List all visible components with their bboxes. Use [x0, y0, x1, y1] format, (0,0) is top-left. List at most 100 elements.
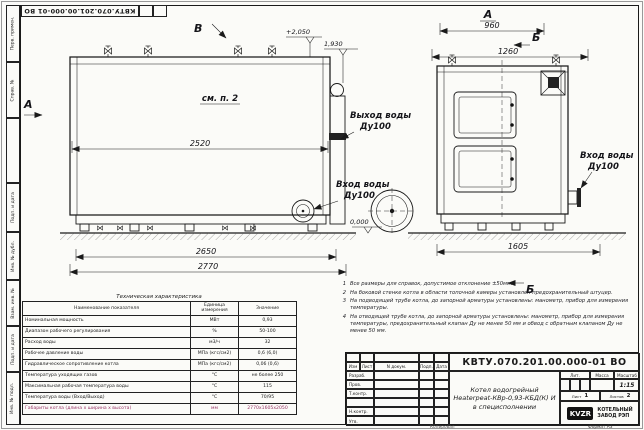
- drain-tap-icon: [117, 225, 123, 231]
- strip-inv-dubl: Инв. № дубл.: [6, 232, 20, 280]
- tb-header-dokum: N докум.: [374, 362, 419, 371]
- tb-role-nkontr: Н.контр.: [346, 407, 374, 416]
- water-inlet-label-front-line1: Вход воды: [336, 180, 390, 190]
- view-v-label: В: [194, 22, 202, 35]
- tb-cell: [374, 407, 419, 416]
- flue-top: [330, 83, 344, 97]
- tb-cell: [434, 371, 449, 380]
- tb-sheets: Листов 2: [600, 391, 640, 401]
- tb-product-name: Котел водогрейный Heaterpeat-КВр-0,93-КБ…: [449, 371, 560, 426]
- tb-company: KVZR КОТЕЛЬНЫЙ ЗАВОД РЭП: [560, 401, 640, 426]
- tb-cell: [434, 389, 449, 398]
- tb-header-podp: Подп.: [419, 362, 434, 371]
- tb-cell: [434, 398, 449, 407]
- strip-empty: [6, 118, 20, 183]
- tb-cell: [419, 371, 434, 380]
- water-inlet-side-leader: [580, 171, 593, 189]
- elevation-flue: [324, 48, 358, 83]
- water-inlet-front-leader: [313, 200, 339, 210]
- strip-sprav-no: Справ. №: [6, 62, 20, 118]
- water-inlet-label-side-line1: Вход воды: [580, 151, 634, 161]
- tb-sheet: Лист 1: [560, 391, 600, 401]
- tb-cell: [419, 389, 434, 398]
- elevation-top: [286, 36, 322, 57]
- dim-2650: 2650: [196, 247, 216, 256]
- water-inlet-label-front-line2: Ду100: [343, 191, 375, 201]
- drain-tap-icon: [147, 225, 153, 231]
- copied-label: Копировал: [430, 424, 455, 430]
- view-a-label: А: [23, 98, 33, 111]
- tech-characteristics: Техническая характеристика Наименование …: [22, 294, 297, 415]
- dim-2520-lines: [71, 141, 329, 153]
- elevation-zero-label: 0,000: [350, 218, 369, 226]
- ground-hatch: [408, 233, 626, 240]
- door-handle-icon: [510, 123, 514, 127]
- strip-inv-podl: Инв. № подл.: [6, 372, 20, 425]
- door-handle-icon: [510, 177, 514, 181]
- tb-cell: [434, 407, 449, 416]
- air-valve-icon: [144, 45, 152, 58]
- dim-2650-lines: [75, 249, 337, 261]
- flue-duct: [329, 95, 346, 225]
- tb-cell: [580, 379, 590, 391]
- outlet-flange: [329, 133, 346, 140]
- tb-doc-number: КВТУ.070.201.00.000-01 ВО: [449, 353, 640, 371]
- ground-hatch: [60, 233, 356, 240]
- air-valve-icon: [552, 54, 560, 67]
- control-panel: [540, 70, 566, 96]
- tb-lit-label: Лит.: [560, 371, 590, 379]
- corner-doc-number: КВТУ.070.201.00.000-01 ВО: [21, 5, 139, 17]
- tb-cell: [434, 353, 449, 362]
- tech-header: Наименование показателя: [22, 301, 191, 316]
- pump-icon: [291, 199, 315, 223]
- lower-door: [453, 145, 517, 193]
- tech-row: Габариты котла (длина х ширина х высота)…: [22, 402, 297, 415]
- strip-podp-data-2: Подп. и дата: [6, 326, 20, 372]
- tb-header-data: Дата: [434, 362, 449, 371]
- inlet-pipe: [567, 190, 578, 205]
- tech-row: Диапазон рабочего регулирования%50-100: [22, 325, 297, 338]
- view-b-bottom-label: Б: [526, 283, 534, 296]
- dim-1260-lines: [431, 49, 589, 61]
- view-a-title: А: [483, 8, 493, 21]
- view-b-top-label: Б: [532, 31, 540, 44]
- drain-tap-icon: [250, 225, 256, 231]
- dim-960: 960: [484, 21, 499, 30]
- tb-role-utv: Утв.: [346, 416, 374, 426]
- tech-header: Единица измерения: [190, 301, 239, 316]
- elevation-zero: [352, 226, 382, 234]
- tb-cell: [374, 371, 419, 380]
- kvzr-logo: KVZR: [567, 407, 594, 420]
- air-valve-icon: [448, 54, 456, 67]
- drain-tap-icon: [222, 225, 228, 231]
- water-outlet-label-line2: Ду100: [359, 122, 391, 132]
- tb-cell: [360, 353, 374, 362]
- elevation-flue-label: 1,930: [324, 40, 343, 48]
- tb-cell: [560, 379, 570, 391]
- water-inlet-label-side-line2: Ду100: [587, 162, 619, 172]
- tech-table-title: Техническая характеристика: [116, 294, 202, 300]
- tb-cell: [570, 379, 580, 391]
- dim-2520: 2520: [190, 139, 210, 148]
- tb-role-prov: Пров.: [346, 380, 374, 389]
- dim-960-lines: [439, 23, 545, 35]
- drain-tap-icon: [97, 225, 103, 231]
- see-note-label: см. п. 2: [202, 94, 238, 104]
- boiler-drawing: +2,050 1,930 0,000 2520 2650: [23, 8, 634, 296]
- water-outlet-label-line1: Выход воды: [350, 111, 411, 121]
- format-label: Формат А3: [588, 424, 613, 430]
- company-name: КОТЕЛЬНЫЙ ЗАВОД РЭП: [597, 407, 633, 419]
- door-handle-icon: [510, 103, 514, 107]
- tech-header: Значение: [238, 301, 297, 316]
